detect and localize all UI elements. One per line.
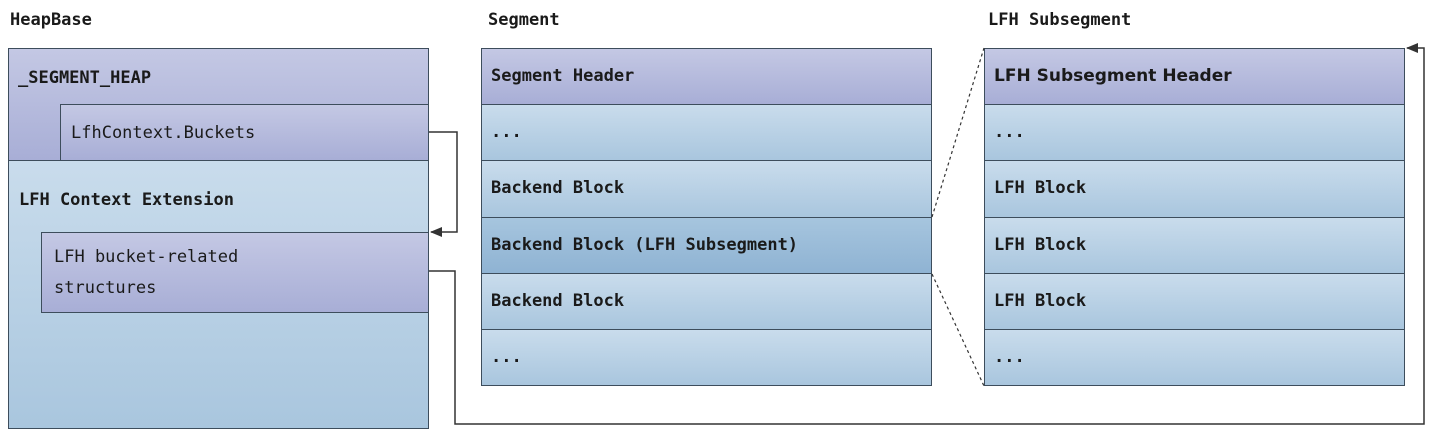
zoom-line-bottom	[931, 273, 985, 387]
subsegment-row-label: LFH Subsegment Header	[994, 66, 1232, 86]
subsegment-row: LFH Subsegment Header	[984, 48, 1405, 105]
segment-row-label: Backend Block (LFH Subsegment)	[491, 235, 799, 255]
subsegment-row: LFH Block	[984, 160, 1405, 218]
subsegment-row-label: LFH Block	[994, 291, 1087, 311]
segment-row: ...	[481, 329, 932, 386]
structures-to-subsegment-arrow	[429, 43, 1425, 425]
lfh-bucket-structures-box: LFH bucket-related structures	[41, 232, 429, 313]
segment-row-label: ...	[491, 347, 522, 367]
lfh-context-extension-label: LFH Context Extension	[19, 190, 234, 210]
subsegment-row: ...	[984, 329, 1405, 386]
segment-row-label: ...	[491, 122, 522, 142]
segment-title: Segment	[488, 10, 560, 30]
segment-row-highlighted: Backend Block (LFH Subsegment)	[481, 217, 932, 274]
segment-row: Backend Block	[481, 160, 932, 218]
zoom-line-top	[931, 47, 985, 218]
segment-row-label: Backend Block	[491, 291, 625, 311]
subsegment-row-label: ...	[994, 347, 1025, 367]
segment-row-label: Segment Header	[491, 66, 635, 86]
heapbase-title: HeapBase	[10, 10, 92, 30]
subsegment-row-label: LFH Block	[994, 235, 1087, 255]
lfhcontext-buckets-box: LfhContext.Buckets	[60, 104, 429, 161]
subsegment-row: LFH Block	[984, 273, 1405, 330]
lfh-bucket-structures-line2: structures	[54, 278, 157, 298]
lfhcontext-buckets-label: LfhContext.Buckets	[71, 123, 256, 143]
segment-row: Backend Block	[481, 273, 932, 330]
segment-heap-label: _SEGMENT_HEAP	[18, 68, 152, 88]
subsegment-row-label: ...	[994, 122, 1025, 142]
lfh-subsegment-title: LFH Subsegment	[988, 10, 1132, 30]
segment-row: Segment Header	[481, 48, 932, 105]
segment-row: ...	[481, 104, 932, 161]
subsegment-row-label: LFH Block	[994, 178, 1087, 198]
segment-row-label: Backend Block	[491, 178, 625, 198]
lfh-bucket-structures-line1: LFH bucket-related	[54, 247, 239, 267]
buckets-to-structures-arrow	[429, 131, 458, 237]
